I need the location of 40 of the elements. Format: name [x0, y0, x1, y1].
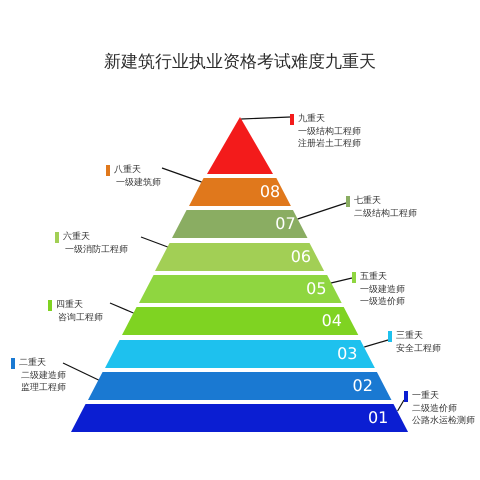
level-number: 01: [368, 410, 388, 426]
level-heading: 一重天: [412, 390, 439, 402]
leader-line: [140, 236, 168, 248]
level-number: 06: [290, 248, 312, 265]
qualification-text: 一级消防工程师: [65, 244, 128, 256]
qualification-text: 一级建造师: [360, 284, 405, 296]
leader-line: [162, 167, 202, 183]
qualification-text: 二级建造师: [21, 370, 66, 382]
level-number: 02: [352, 378, 373, 394]
leader-line: [330, 277, 352, 284]
qualification-text: 公路水运检测师: [412, 415, 475, 428]
level-heading: 二重天: [19, 357, 46, 370]
qualification-text: 二级造价师: [412, 402, 457, 415]
level-heading: 四重天: [56, 299, 83, 312]
leader-line: [364, 339, 388, 348]
level-number: 08: [260, 184, 280, 200]
leader-line: [62, 362, 99, 381]
level-heading: 六重天: [63, 231, 90, 244]
title: 新建筑行业执业资格考试难度九重天: [103, 51, 377, 73]
level-number: 07: [275, 216, 296, 232]
qualification-text: 二级结构工程师: [354, 208, 417, 220]
qualification-text: 咨询工程师: [58, 312, 103, 324]
level-heading: 三重天: [396, 330, 423, 342]
leader-line: [241, 116, 290, 120]
level-number: 03: [337, 346, 358, 362]
level-heading: 五重天: [360, 271, 387, 284]
qualification-text: 一级造价师: [360, 296, 405, 308]
qualification-text: 注册岩土工程师: [298, 138, 361, 150]
level-heading: 九重天: [298, 113, 325, 126]
qualification-text: 监理工程师: [21, 382, 66, 394]
level-number: 04: [322, 313, 342, 330]
qualification-text: 一级结构工程师: [298, 126, 361, 138]
level-heading: 八重天: [114, 164, 141, 176]
level-heading: 七重天: [354, 195, 381, 208]
leader-line: [298, 202, 346, 220]
leader-line: [397, 400, 405, 412]
leader-line: [110, 302, 134, 314]
level-number: 05: [306, 280, 327, 297]
qualification-text: 安全工程师: [396, 342, 441, 355]
qualification-text: 一级建筑师: [116, 176, 161, 189]
